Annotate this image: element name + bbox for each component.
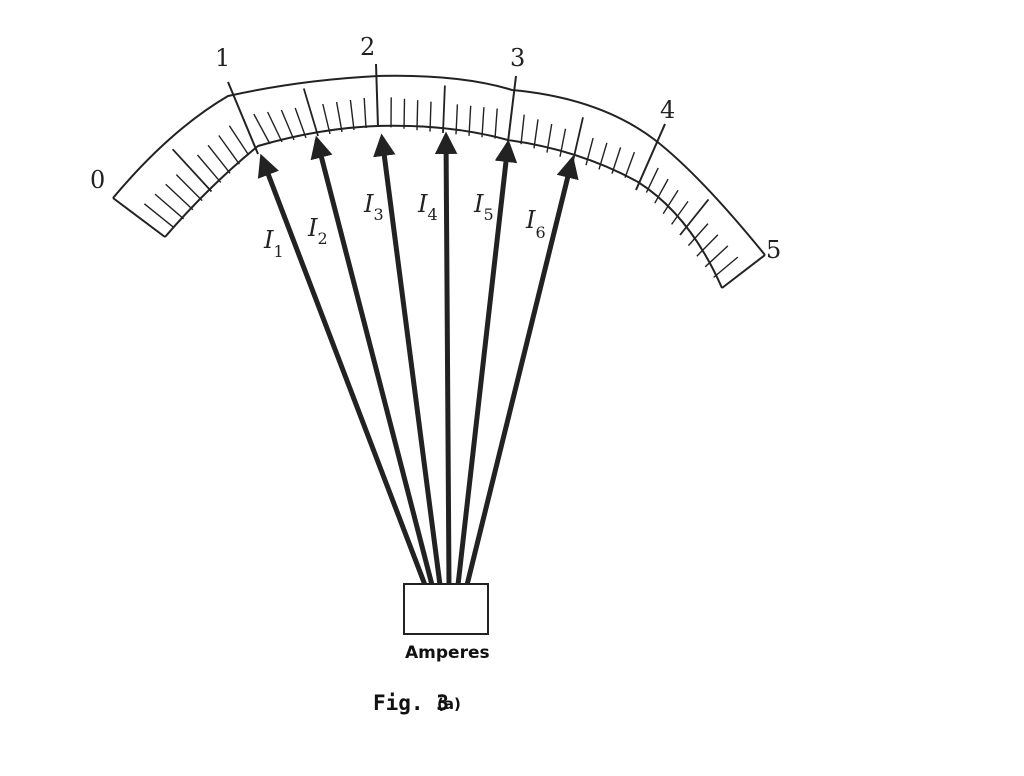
major-tick-3 bbox=[507, 75, 517, 143]
scale-inner-edge bbox=[164, 124, 723, 289]
minor-tick bbox=[322, 103, 331, 135]
minor-tick bbox=[165, 183, 194, 211]
arrow-i3 bbox=[373, 133, 443, 586]
current-label-i3: I3 bbox=[363, 190, 384, 224]
current-letter: I bbox=[263, 226, 274, 254]
scale-number-4: 4 bbox=[660, 96, 675, 124]
scale-right-end bbox=[721, 254, 766, 289]
minor-tick bbox=[671, 200, 689, 225]
minor-tick bbox=[559, 128, 567, 157]
major-tick-4 bbox=[635, 123, 666, 191]
minor-tick bbox=[349, 99, 355, 131]
minor-tick bbox=[611, 147, 622, 174]
current-subscript: 2 bbox=[317, 229, 327, 248]
current-letter: I bbox=[417, 190, 428, 218]
current-letter: I bbox=[363, 190, 374, 218]
minor-tick bbox=[654, 178, 669, 204]
current-letter: I bbox=[473, 190, 484, 218]
current-subscript: 3 bbox=[373, 205, 383, 224]
meter-scale: 0 1 2 3 4 5 bbox=[90, 33, 781, 289]
minor-tick bbox=[687, 223, 709, 247]
minor-tick bbox=[143, 203, 175, 229]
minor-tick bbox=[207, 144, 231, 174]
minor-tick bbox=[253, 113, 271, 145]
current-arrows bbox=[257, 131, 579, 586]
minor-tick bbox=[598, 142, 608, 170]
current-label-i6: I6 bbox=[525, 206, 546, 242]
minor-tick bbox=[294, 107, 307, 139]
scale-ticks bbox=[143, 85, 739, 278]
minor-tick bbox=[280, 109, 295, 141]
arrow-i2 bbox=[310, 135, 435, 586]
minor-tick bbox=[175, 174, 203, 202]
half-tick bbox=[302, 88, 319, 137]
minor-tick bbox=[624, 151, 636, 179]
minor-tick bbox=[196, 154, 222, 183]
arrow-i5 bbox=[455, 139, 518, 586]
meter-box bbox=[403, 583, 489, 635]
minor-tick bbox=[335, 101, 343, 133]
minor-tick bbox=[154, 193, 185, 220]
scale-number-3: 3 bbox=[510, 44, 525, 72]
minor-tick bbox=[481, 107, 485, 138]
current-subscript: 1 bbox=[273, 242, 283, 261]
minor-tick bbox=[662, 189, 679, 215]
minor-tick bbox=[468, 105, 472, 136]
minor-tick bbox=[704, 245, 729, 268]
current-label-i4: I4 bbox=[417, 190, 438, 224]
scale-number-1: 1 bbox=[215, 44, 230, 72]
half-tick bbox=[442, 85, 446, 134]
minor-tick bbox=[494, 108, 498, 139]
minor-tick bbox=[645, 167, 659, 193]
scale-number-5: 5 bbox=[766, 236, 781, 264]
arrow-i6 bbox=[464, 155, 579, 586]
minor-tick bbox=[429, 101, 432, 132]
scale-left-end bbox=[112, 197, 166, 238]
minor-tick bbox=[416, 100, 419, 131]
current-letter: I bbox=[307, 214, 318, 242]
minor-tick bbox=[585, 137, 594, 166]
current-label-i2: I2 bbox=[307, 214, 328, 248]
current-subscript: 5 bbox=[483, 205, 493, 224]
half-tick bbox=[679, 198, 710, 236]
minor-tick bbox=[713, 256, 739, 278]
minor-tick bbox=[218, 135, 240, 165]
minor-tick bbox=[363, 97, 367, 129]
current-subscript: 6 bbox=[535, 223, 545, 242]
minor-tick bbox=[228, 125, 250, 156]
minor-tick bbox=[266, 111, 283, 143]
current-subscript: 4 bbox=[427, 205, 437, 224]
minor-tick bbox=[696, 234, 719, 257]
scale-number-0: 0 bbox=[90, 166, 105, 194]
minor-tick bbox=[403, 98, 406, 129]
meter-label: Amperes bbox=[405, 643, 490, 663]
half-tick bbox=[572, 117, 584, 162]
arrow-i1 bbox=[257, 153, 428, 586]
arrow-i4 bbox=[434, 131, 458, 586]
major-tick-1 bbox=[227, 81, 259, 155]
scale-outer-edge bbox=[112, 74, 766, 256]
current-label-i5: I5 bbox=[473, 190, 494, 224]
half-tick bbox=[171, 148, 213, 193]
scale-number-2: 2 bbox=[360, 33, 375, 61]
figure-subcaption: (a) bbox=[437, 695, 461, 713]
current-label-i1: I1 bbox=[263, 226, 284, 261]
major-tick-2 bbox=[375, 63, 379, 128]
current-letter: I bbox=[525, 206, 536, 234]
current-labels: I1 I2 I3 I4 I5 I6 bbox=[263, 190, 546, 261]
minor-tick bbox=[546, 123, 553, 153]
minor-tick bbox=[455, 104, 459, 135]
minor-tick bbox=[533, 119, 539, 149]
figure-caption: Fig. 3 bbox=[373, 691, 449, 715]
minor-tick bbox=[520, 114, 525, 145]
